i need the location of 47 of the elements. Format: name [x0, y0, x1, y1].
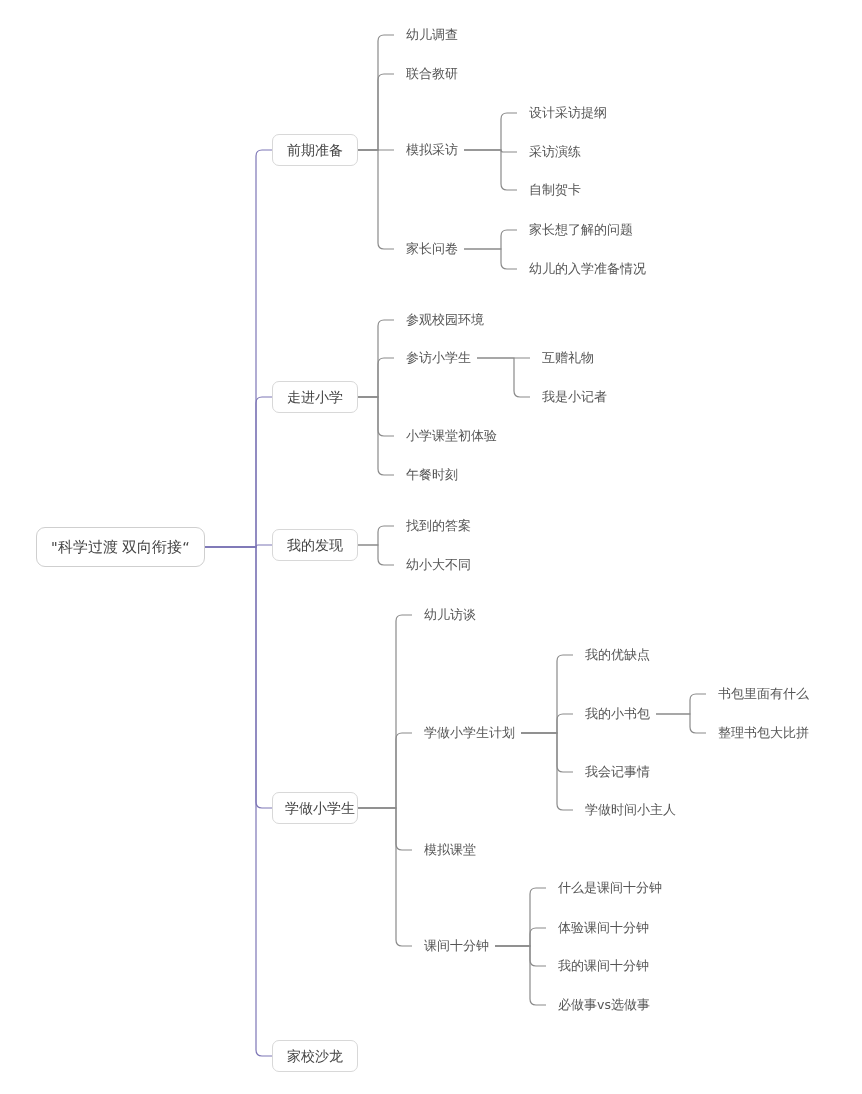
topic-box: 前期准备: [272, 134, 358, 166]
topic-text: 书包里面有什么: [706, 685, 815, 703]
topic-text: 参访小学生: [394, 349, 477, 367]
topic-text: 我的优缺点: [573, 646, 656, 664]
connector-line: [655, 713, 707, 734]
topic-text: 午餐时刻: [394, 466, 464, 484]
topic-text: 家长想了解的问题: [517, 221, 639, 239]
topic-text: 必做事vs选做事: [546, 996, 656, 1014]
topic-text: 参观校园环境: [394, 311, 490, 329]
connector-line: [357, 149, 395, 250]
topic-box: 学做小学生: [272, 792, 358, 824]
topic-text: 我会记事情: [573, 763, 656, 781]
connector-line: [463, 149, 518, 191]
topic-text: 我的小书包: [573, 705, 656, 723]
topic-text: 学做小学生计划: [412, 724, 521, 742]
topic-text: 幼儿访谈: [412, 606, 482, 624]
topic-text: 学做时间小主人: [573, 801, 682, 819]
topic-text: 小学课堂初体验: [394, 427, 503, 445]
connector-line: [357, 396, 395, 476]
topic-text: 什么是课间十分钟: [546, 879, 668, 897]
connector-line: [476, 357, 531, 398]
topic-text: 体验课间十分钟: [546, 919, 655, 937]
root-topic-box: "科学过渡 双向衔接“: [36, 527, 205, 567]
connector-line: [357, 544, 395, 566]
topic-text: 模拟课堂: [412, 841, 482, 859]
connector-line: [520, 732, 574, 811]
connector-line: [357, 807, 413, 947]
topic-text: 采访演练: [517, 143, 587, 161]
topic-text: 找到的答案: [394, 517, 477, 535]
topic-text: 模拟采访: [394, 141, 464, 159]
topic-text: 幼儿调查: [394, 26, 464, 44]
topic-text: 家长问卷: [394, 240, 464, 258]
topic-box: 我的发现: [272, 529, 358, 561]
topic-text: 整理书包大比拼: [706, 724, 815, 742]
topic-text: 我是小记者: [530, 388, 613, 406]
topic-text: 我的课间十分钟: [546, 957, 655, 975]
topic-text: 幼儿的入学准备情况: [517, 260, 652, 278]
topic-text: 互赠礼物: [530, 349, 600, 367]
topic-text: 设计采访提纲: [517, 104, 613, 122]
connector-line: [463, 248, 518, 270]
topic-text: 课间十分钟: [412, 937, 495, 955]
topic-text: 自制贺卡: [517, 181, 587, 199]
topic-text: 幼小大不同: [394, 556, 477, 574]
connector-line: [494, 945, 547, 1006]
topic-text: 联合教研: [394, 65, 464, 83]
topic-box: 走进小学: [272, 381, 358, 413]
topic-box: 家校沙龙: [272, 1040, 358, 1072]
